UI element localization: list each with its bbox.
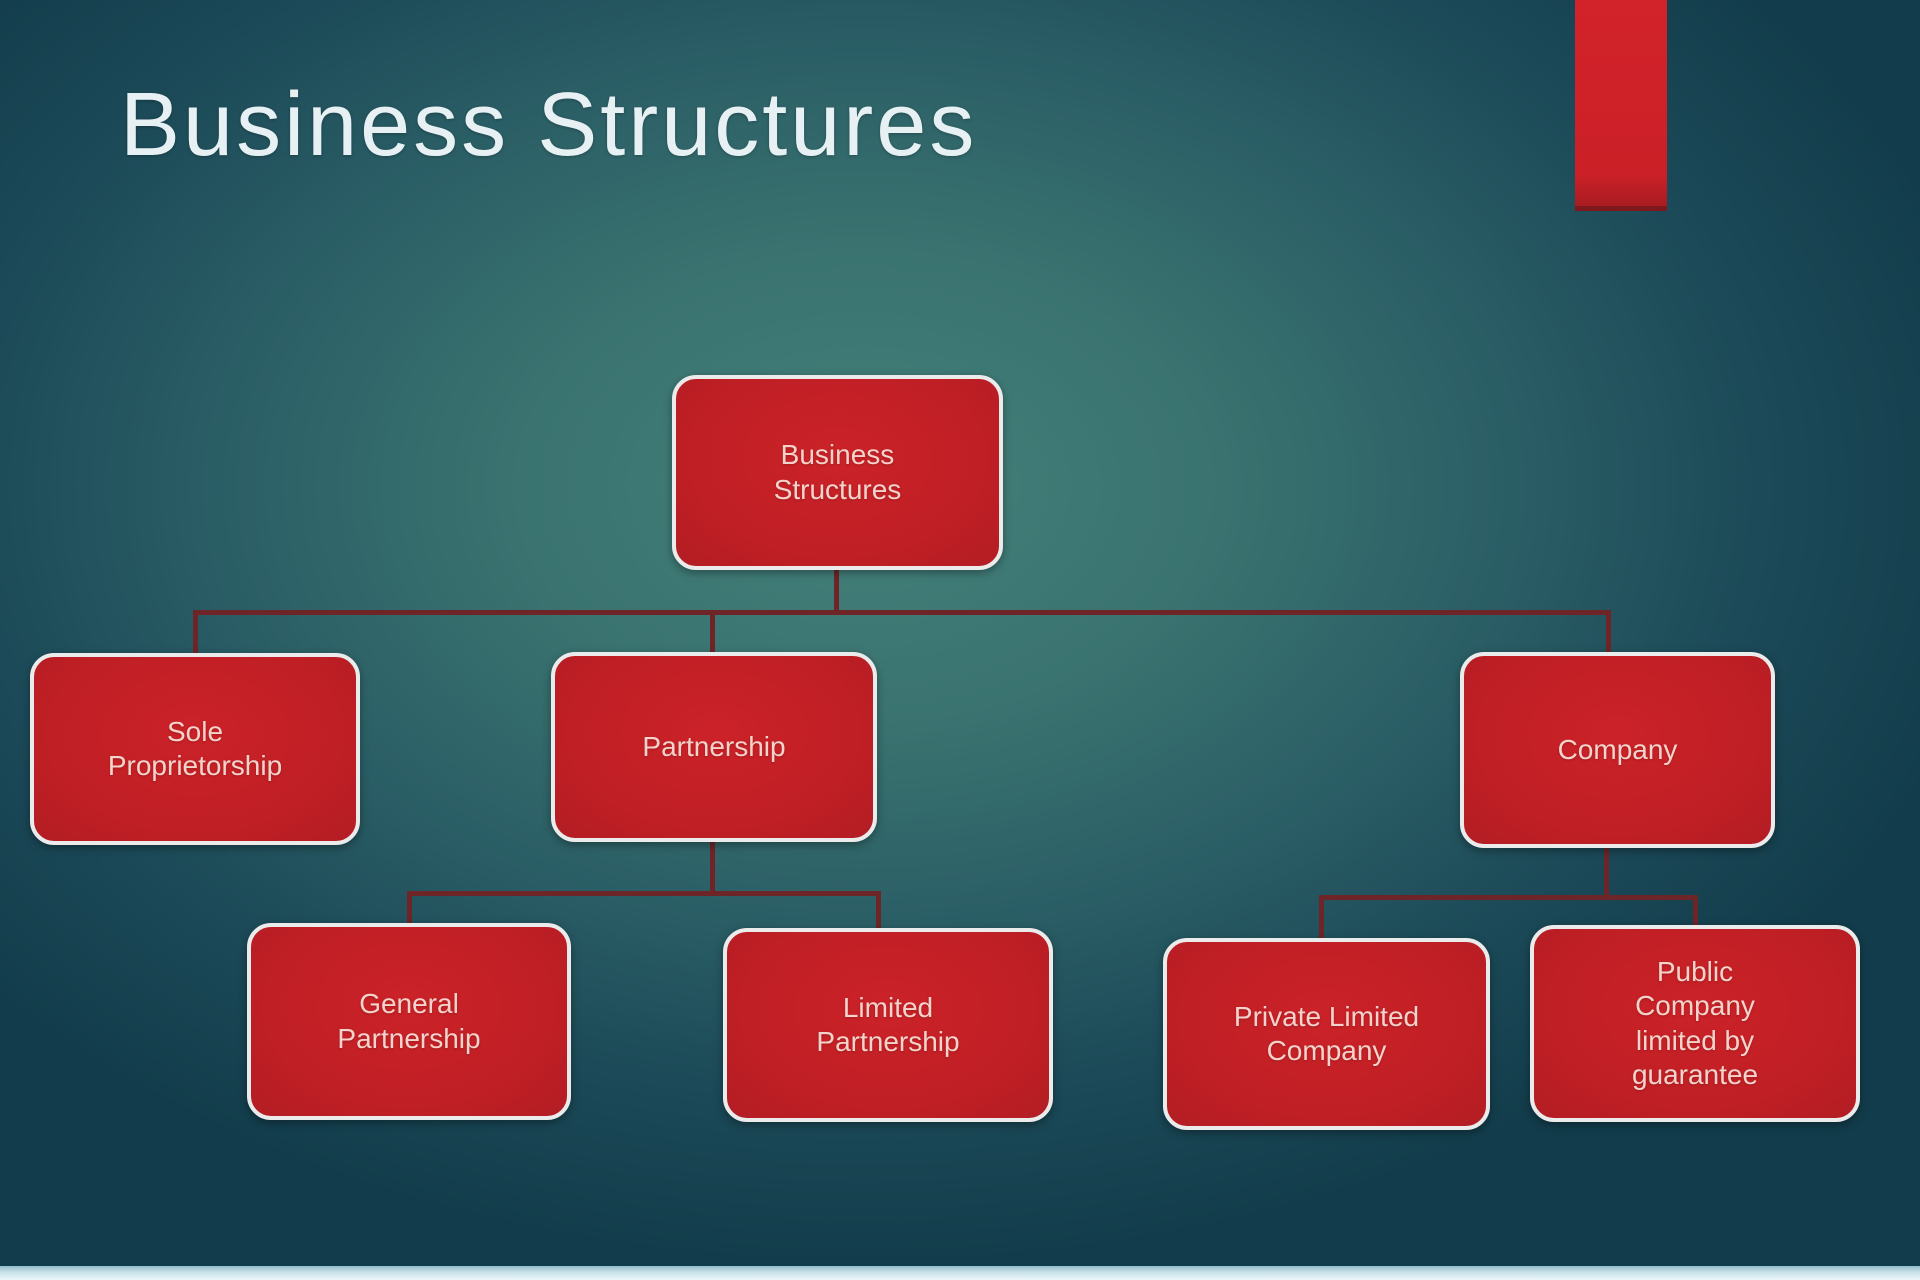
connector-partnership-horizontal bbox=[407, 891, 881, 896]
node-company: Company bbox=[1460, 652, 1775, 848]
node-business-structures: Business Structures bbox=[672, 375, 1003, 570]
node-private-limited-company: Private Limited Company bbox=[1163, 938, 1490, 1130]
connector-company-horizontal bbox=[1319, 895, 1698, 900]
node-public-company-limited-by-guarantee: Public Company limited by guarantee bbox=[1530, 925, 1860, 1122]
connector-drop-public-company bbox=[1693, 895, 1698, 928]
accent-bar bbox=[1575, 0, 1667, 211]
connector-root-down bbox=[834, 570, 839, 614]
node-general-partnership: General Partnership bbox=[247, 923, 571, 1120]
node-private-limited-company-label: Private Limited Company bbox=[1233, 1000, 1420, 1066]
node-limited-partnership: Limited Partnership bbox=[723, 928, 1053, 1122]
slide-title: Business Structures bbox=[120, 75, 978, 175]
connector-drop-partnership bbox=[710, 610, 715, 655]
connector-drop-limited-partnership bbox=[876, 891, 881, 931]
node-sole-proprietorship: Sole Proprietorship bbox=[30, 653, 360, 845]
node-company-label: Company bbox=[1557, 733, 1678, 765]
connector-company-down bbox=[1604, 848, 1609, 899]
node-business-structures-label: Business Structures bbox=[773, 439, 902, 505]
node-public-company-limited-by-guarantee-label: Public Company limited by guarantee bbox=[1631, 956, 1759, 1090]
connector-drop-private-limited bbox=[1319, 895, 1324, 941]
connector-drop-general-partnership bbox=[407, 891, 412, 927]
node-partnership-label: Partnership bbox=[642, 730, 786, 762]
node-limited-partnership-label: Limited Partnership bbox=[816, 991, 960, 1057]
connector-partnership-down bbox=[710, 842, 715, 895]
node-general-partnership-label: General Partnership bbox=[337, 988, 481, 1054]
bottom-strip bbox=[0, 1266, 1920, 1280]
connector-drop-sole-proprietorship bbox=[193, 610, 198, 656]
node-partnership: Partnership bbox=[551, 652, 877, 842]
connector-level2-horizontal bbox=[193, 610, 1611, 615]
connector-drop-company bbox=[1606, 610, 1611, 655]
node-sole-proprietorship-label: Sole Proprietorship bbox=[107, 715, 283, 781]
